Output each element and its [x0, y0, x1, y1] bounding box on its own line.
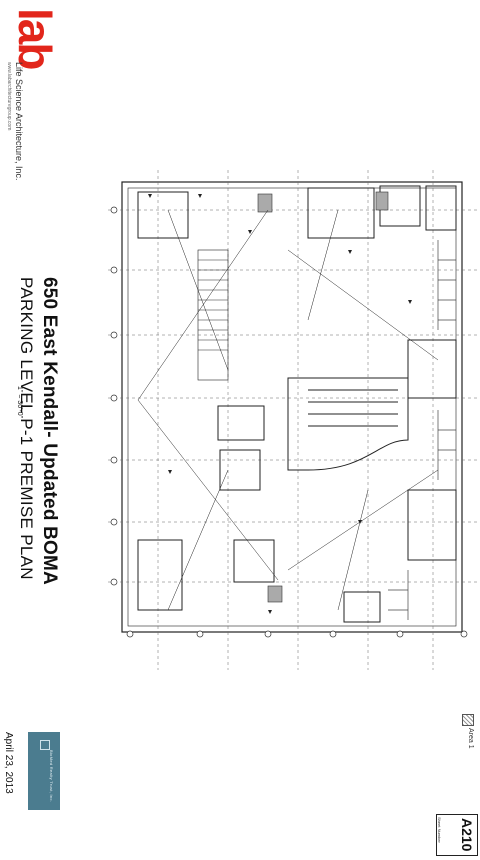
client-seal-icon — [40, 740, 50, 750]
lab-logo-icon — [4, 4, 60, 56]
client-logo — [28, 732, 60, 810]
logo-word: lab — [9, 8, 61, 69]
sheet-number: A210 — [459, 818, 475, 852]
sheet-number-label: Sheet Number — [437, 817, 442, 843]
sheet-number-box — [436, 814, 478, 856]
company-tagline: Life Science Architecture, Inc. — [14, 62, 24, 181]
drawing-subtitle: PARKING LEVEL P-1 PREMISE PLAN — [17, 277, 36, 580]
drawing-date: April 23, 2013 — [3, 732, 14, 794]
floor-plan-drawing — [108, 170, 480, 670]
company-website: www.labarchitecturegroup.com — [6, 62, 12, 131]
drawing-scale: 1" = 30'-0" — [16, 386, 23, 419]
client-name: BioMed Realty Trust, Inc. — [49, 750, 54, 803]
hatched-area-swatch-icon — [462, 714, 474, 726]
drawing-title: 650 East Kendall- Updated BOMA — [39, 277, 60, 585]
legend-area-label: Area 1 — [467, 728, 474, 749]
